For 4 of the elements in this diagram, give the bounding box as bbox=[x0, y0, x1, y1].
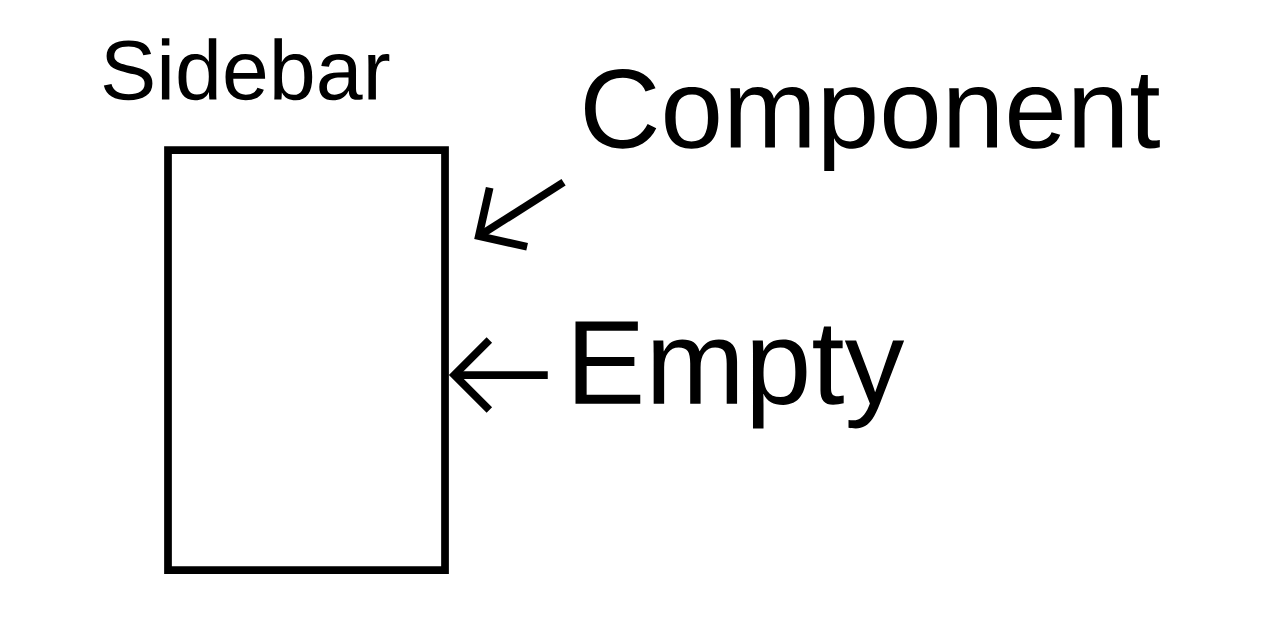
node-label: Sidebar bbox=[103, 38, 390, 101]
text-label: Component bbox=[585, 69, 1160, 171]
text-label: Empty bbox=[575, 321, 905, 429]
sidebar-box: Sidebar bbox=[103, 38, 449, 574]
